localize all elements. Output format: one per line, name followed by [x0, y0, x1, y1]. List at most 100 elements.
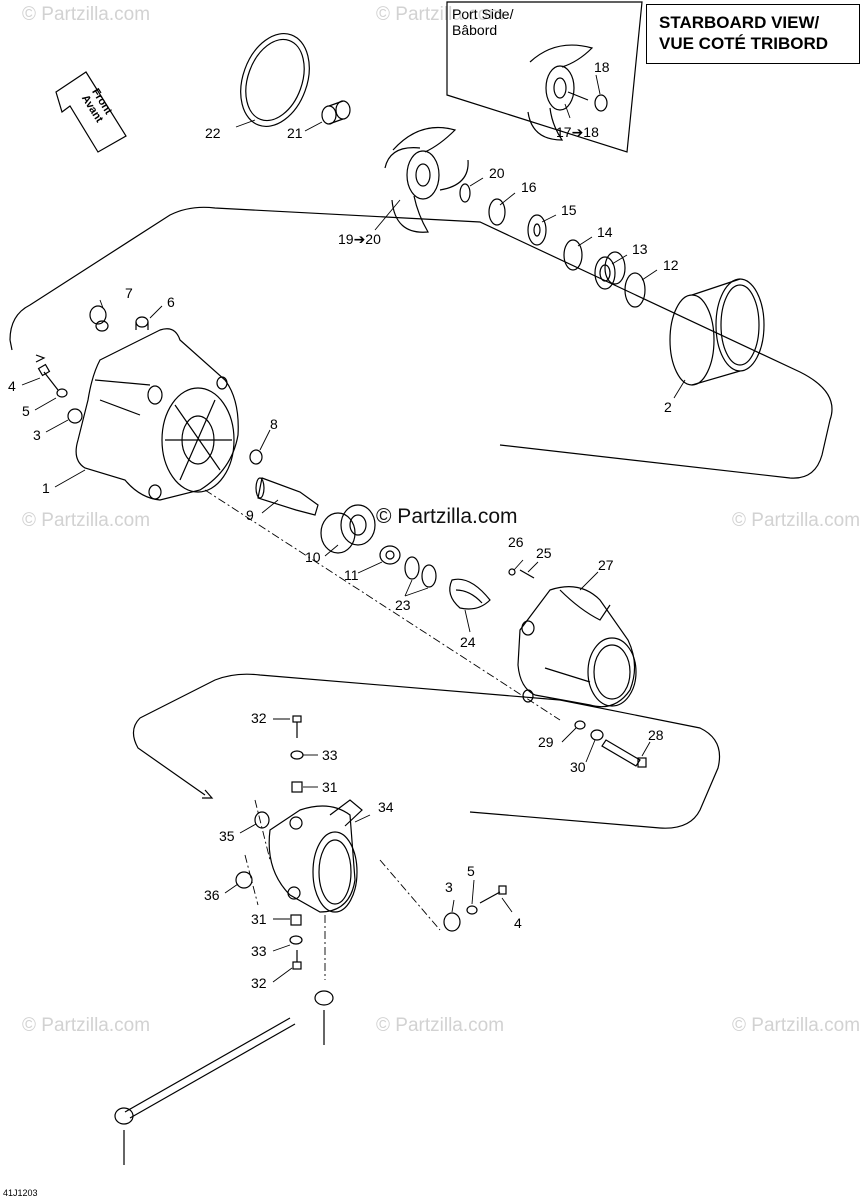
- callout-27: 27: [598, 557, 614, 573]
- front-arrow-label: Front Avant: [79, 86, 114, 125]
- callout-labels: 22 21 19➔20 20 16 15 14 13 12 2 1 8 17➔18…: [8, 59, 679, 991]
- callout-20: 20: [489, 165, 505, 181]
- callout-21: 21: [287, 125, 303, 141]
- callout-32: 32: [251, 710, 267, 726]
- part-grommet-3: [443, 912, 461, 932]
- part-screw-4: [37, 363, 59, 391]
- callout-24: 24: [460, 634, 476, 650]
- view-title-box: STARBOARD VIEW/ VUE COTÉ TRIBORD: [646, 4, 860, 64]
- part-o-ring-18: [594, 94, 608, 112]
- part-cone-24: [449, 578, 491, 610]
- part-plug-7: [89, 305, 109, 332]
- callout-3: 3: [33, 427, 41, 443]
- callout-22: 22: [205, 125, 221, 141]
- callout-4: 4: [8, 378, 16, 394]
- part-bushing-31: [290, 914, 302, 926]
- part-impeller-17: [527, 44, 594, 141]
- part-bearing-10: [320, 504, 376, 554]
- view-title-line2: VUE COTÉ TRIBORD: [659, 34, 829, 53]
- part-bushing-35: [254, 811, 270, 829]
- callout-30: 30: [570, 759, 586, 775]
- port-side-inset-frame: [446, 1, 643, 153]
- part-impeller-19: [384, 126, 469, 233]
- callout-8: 8: [270, 416, 278, 432]
- diagram-code: 41J1203: [3, 1188, 38, 1198]
- watermark: © Partzilla.com: [732, 510, 861, 531]
- part-ring-14: [563, 239, 583, 271]
- callout-14: 14: [597, 224, 613, 240]
- callout-31: 31: [251, 911, 267, 927]
- part-o-ring-12: [624, 272, 646, 308]
- watermark: © Partzilla.com: [376, 4, 505, 25]
- callout-6: 6: [167, 294, 175, 310]
- watermark: © Partzilla.com: [732, 1015, 861, 1036]
- callout-33: 33: [251, 943, 267, 959]
- part-washer-15: [527, 214, 547, 246]
- callout-19-20: 19➔20: [338, 231, 381, 247]
- part-screw-32: [292, 950, 302, 970]
- callout-33: 33: [322, 747, 338, 763]
- callout-23: 23: [395, 597, 411, 613]
- callout-17-18: 17➔18: [556, 124, 599, 140]
- part-screw-25: [519, 569, 535, 579]
- callout-5: 5: [22, 403, 30, 419]
- callout-12: 12: [663, 257, 679, 273]
- part-washer-5: [56, 388, 68, 398]
- part-seal-8: [249, 449, 263, 465]
- part-washer-5: [466, 905, 478, 915]
- watermark: © Partzilla.com: [376, 1015, 505, 1036]
- watermark: © Partzilla.com: [22, 510, 151, 531]
- inset-label: Port Side/ Bâbord: [452, 6, 513, 38]
- part-nozzle-34: [268, 799, 363, 913]
- callout-13: 13: [632, 241, 648, 257]
- callout-25: 25: [536, 545, 552, 561]
- inset-label-line2: Bâbord: [452, 22, 498, 38]
- part-washer-30: [590, 729, 604, 741]
- assembly-outline-upper: [9, 206, 833, 479]
- callout-9: 9: [246, 507, 254, 523]
- callout-1: 1: [42, 480, 50, 496]
- callout-35: 35: [219, 828, 235, 844]
- part-grommet-3: [67, 408, 83, 424]
- callout-7: 7: [125, 285, 133, 301]
- callout-16: 16: [521, 179, 537, 195]
- callout-15: 15: [561, 202, 577, 218]
- watermark: © Partzilla.com: [22, 4, 151, 25]
- part-screw-4: [479, 885, 507, 904]
- part-bearing-13: [594, 251, 626, 290]
- part-o-ring-23: [404, 556, 420, 580]
- view-title-line1: STARBOARD VIEW/: [659, 13, 820, 32]
- callout-28: 28: [648, 727, 664, 743]
- part-nut-11: [379, 545, 401, 565]
- steering-cable: [114, 990, 334, 1165]
- part-bushing-21: [321, 100, 351, 125]
- part-pump-housing-1: [75, 328, 239, 501]
- callout-3: 3: [445, 879, 453, 895]
- inset-label-line1: Port Side/: [452, 6, 514, 22]
- callout-2: 2: [664, 399, 672, 415]
- part-venturi-27: [517, 586, 637, 708]
- part-bolt-28: [601, 739, 647, 768]
- callout-34: 34: [378, 799, 394, 815]
- part-o-ring-16: [488, 198, 506, 226]
- watermark: © Partzilla.com: [22, 1015, 151, 1036]
- part-screw-32: [292, 715, 302, 738]
- callout-5: 5: [467, 863, 475, 879]
- part-washer-33: [289, 935, 303, 945]
- part-shaft-9: [255, 477, 319, 516]
- part-washer-26: [508, 568, 516, 576]
- part-bushing-6: [135, 316, 149, 330]
- part-bushing-31: [291, 781, 303, 793]
- front-arrow-icon: [55, 71, 127, 153]
- callout-4: 4: [514, 915, 522, 931]
- callout-31: 31: [322, 779, 338, 795]
- watermark-center: © Partzilla.com: [376, 505, 518, 528]
- part-washer-33: [290, 750, 304, 760]
- callout-29: 29: [538, 734, 554, 750]
- part-bushing-36: [235, 871, 253, 889]
- part-wear-ring-2: [669, 278, 765, 386]
- part-washer-29: [574, 720, 586, 730]
- callout-11: 11: [344, 567, 359, 583]
